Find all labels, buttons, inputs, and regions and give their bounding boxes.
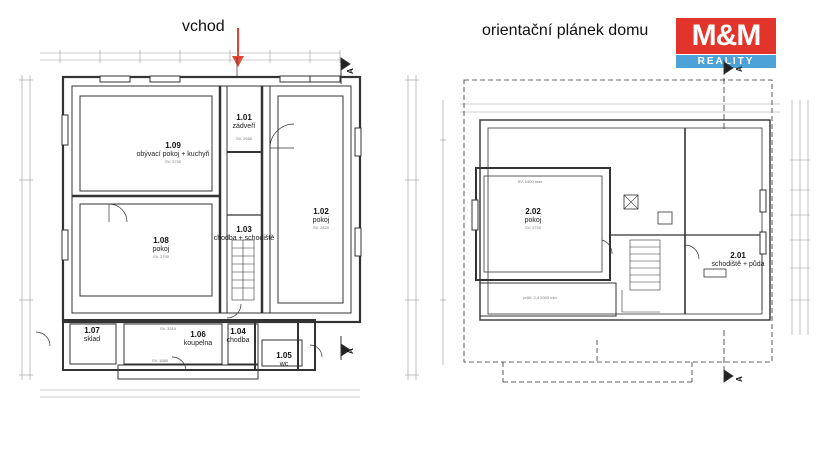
upper-annotation-beam: průh. 2,4 2000 min bbox=[523, 295, 556, 300]
room-area: SV. 2650 bbox=[236, 136, 253, 141]
room-area: SV. 1880 bbox=[152, 358, 169, 363]
entrance-arrow bbox=[232, 28, 244, 67]
section-marker-uf-top: A bbox=[735, 66, 744, 72]
logo-sub-text: REALITY bbox=[676, 55, 776, 68]
section-marker-gf-top: A bbox=[346, 68, 355, 74]
section-markers: A A A A bbox=[346, 66, 744, 382]
room-number: 1.09 bbox=[165, 141, 181, 150]
mm-reality-logo: M&M REALITY bbox=[676, 18, 776, 68]
room-number: 1.07 bbox=[84, 326, 100, 335]
entrance-label: vchod bbox=[182, 18, 225, 35]
section-marker-gf-bottom: A bbox=[346, 348, 355, 354]
room-area: SV. 2700 bbox=[525, 225, 542, 230]
room-name: wc bbox=[279, 361, 289, 368]
room-name: obývací pokoj + kuchyň bbox=[137, 151, 210, 158]
room-2-02: 2.02 pokoj SV. 2700 bbox=[525, 207, 542, 230]
room-area: SV. 2700 bbox=[165, 159, 182, 164]
logo-main-text: M&M bbox=[676, 18, 776, 54]
room-name: chodba + schodiště bbox=[214, 235, 275, 242]
room-area: SV. 2820 bbox=[313, 225, 330, 230]
room-1-05: SV. 1880 1.05 wc bbox=[152, 351, 292, 368]
upper-floor-plan bbox=[440, 60, 810, 383]
room-number: 2.01 bbox=[730, 251, 746, 260]
room-1-04: 1.04 chodba bbox=[227, 327, 250, 344]
room-number: 1.03 bbox=[236, 225, 252, 234]
room-1-06: SV. 3310 1.06 koupelna bbox=[160, 326, 212, 347]
room-2-01: 2.01 schodiště + půda bbox=[711, 251, 764, 268]
ground-floor-room-labels: 1.09 obývací pokoj + kuchyň SV. 2700 1.0… bbox=[84, 113, 330, 368]
ground-floor-plan bbox=[19, 50, 419, 398]
room-number: 1.01 bbox=[236, 113, 252, 122]
room-1-07: 1.07 sklad bbox=[84, 326, 101, 343]
room-number: 1.05 bbox=[276, 351, 292, 360]
room-name: sklad bbox=[84, 336, 100, 343]
room-number: 1.08 bbox=[153, 236, 169, 245]
room-number: 1.06 bbox=[190, 330, 206, 339]
room-1-09: 1.09 obývací pokoj + kuchyň SV. 2700 bbox=[137, 141, 210, 164]
room-number: 1.04 bbox=[230, 327, 246, 336]
section-marker-uf-bottom: A bbox=[735, 376, 744, 382]
room-number: 2.02 bbox=[525, 207, 541, 216]
room-name: koupelna bbox=[184, 340, 213, 347]
upper-floor-room-labels: 2.02 pokoj SV. 2700 2.01 schodiště + půd… bbox=[518, 179, 765, 300]
room-name: zádveří bbox=[233, 123, 256, 130]
room-1-08: 1.08 pokoj SV. 2700 bbox=[153, 236, 170, 259]
room-1-01: 1.01 zádveří SV. 2650 bbox=[233, 113, 256, 141]
room-name: pokoj bbox=[313, 217, 330, 224]
room-area: SV. 2700 bbox=[153, 254, 170, 259]
room-name: pokoj bbox=[525, 217, 542, 224]
room-area: SV. 3310 bbox=[160, 326, 177, 331]
room-1-02: 1.02 pokoj SV. 2820 bbox=[313, 207, 330, 230]
upper-annotation-clear-height: SV. 1400 max bbox=[518, 179, 543, 184]
room-name: pokoj bbox=[153, 246, 170, 253]
room-name: schodiště + půda bbox=[711, 260, 764, 268]
room-number: 1.02 bbox=[313, 207, 329, 216]
room-name: chodba bbox=[227, 337, 250, 344]
room-1-03: 1.03 chodba + schodiště bbox=[214, 225, 275, 242]
plan-title: orientační plánek domu bbox=[482, 22, 649, 39]
